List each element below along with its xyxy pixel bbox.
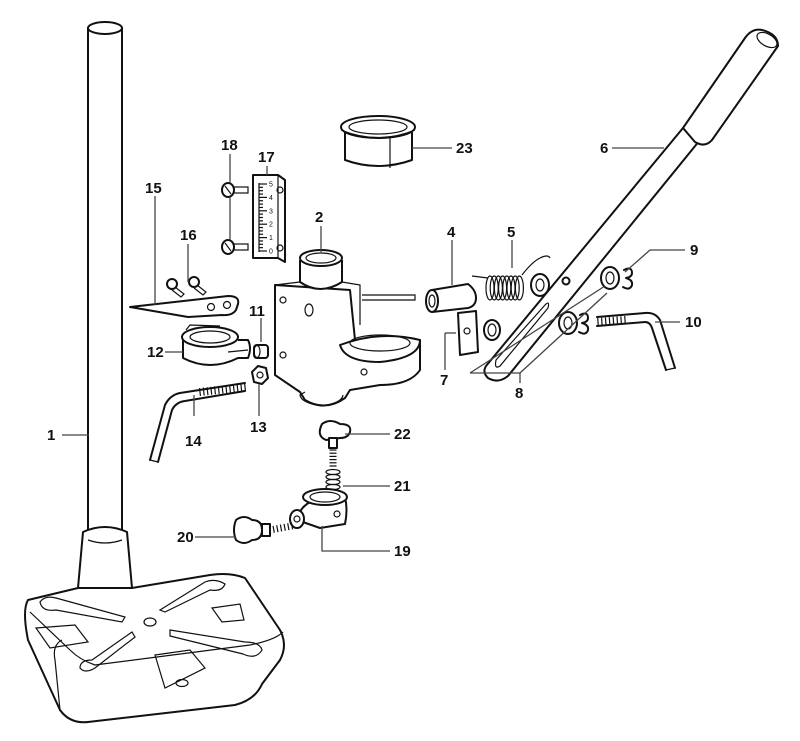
- lever-bolt-part: [596, 311, 676, 371]
- hex-nut-part: [251, 365, 269, 385]
- thread-line: [225, 385, 228, 394]
- label-13: 13: [250, 419, 267, 436]
- clamping-handle-part: [149, 382, 247, 463]
- label-22: 22: [394, 426, 411, 443]
- thread-line: [272, 525, 275, 533]
- scale-tick-label: 0: [269, 249, 273, 256]
- torsion-spring-part: [471, 255, 551, 301]
- scale-tick-label: 3: [269, 208, 273, 215]
- column-part: [77, 21, 133, 589]
- thread-line: [236, 383, 239, 392]
- thread-line: [600, 317, 603, 326]
- thread-line: [240, 383, 243, 392]
- thread-line: [221, 385, 224, 394]
- thread-line: [620, 316, 623, 325]
- clamp-collar-part: [289, 488, 348, 529]
- scale-screws-part: [221, 182, 249, 255]
- square-nut-part: [457, 310, 501, 356]
- label-6: 6: [600, 140, 608, 157]
- scale-tick-label: 5: [269, 182, 273, 189]
- spring-coil: [325, 468, 341, 476]
- label-19: 19: [394, 543, 411, 560]
- label-23: 23: [456, 140, 473, 157]
- scale-tick-label: 2: [269, 222, 273, 229]
- thread-line: [217, 385, 220, 394]
- thread-line: [283, 523, 286, 531]
- label-1: 1: [47, 427, 55, 444]
- thread-line: [206, 387, 209, 396]
- sleeve-part: [425, 283, 477, 313]
- label-21: 21: [394, 478, 411, 495]
- label-10: 10: [685, 314, 702, 331]
- thread-line: [279, 524, 283, 532]
- label-9: 9: [690, 242, 698, 259]
- locking-knob-part: [318, 420, 352, 467]
- thread-line: [287, 523, 290, 531]
- thread-line: [597, 317, 599, 327]
- base-plate-part: [24, 573, 285, 724]
- label-16: 16: [180, 227, 197, 244]
- part-labels: 1 2 4 5 6 7 8 9 10 11 12 13 14 15 16 17 …: [47, 137, 702, 560]
- carriage-housing-part: [274, 249, 421, 407]
- lever-handle-part: [483, 28, 779, 382]
- label-8: 8: [515, 385, 523, 402]
- label-11: 11: [249, 303, 265, 320]
- label-4: 4: [447, 224, 456, 241]
- washers-circlips-part: [558, 266, 634, 335]
- label-2: 2: [315, 209, 323, 226]
- depth-pointer-part: [129, 295, 240, 318]
- label-14: 14: [185, 433, 202, 450]
- label-17: 17: [258, 149, 275, 166]
- thread-line: [213, 386, 217, 395]
- scale-tick-label: 1: [269, 235, 273, 242]
- label-12: 12: [147, 344, 164, 361]
- label-7: 7: [440, 372, 448, 389]
- spring-coil: [325, 473, 341, 481]
- pointer-screws-part: [166, 276, 207, 298]
- spring-coil: [325, 478, 341, 486]
- label-15: 15: [145, 180, 162, 197]
- spring-coil: [514, 275, 525, 301]
- thread-line: [202, 387, 205, 396]
- thread-line: [198, 387, 202, 397]
- label-20: 20: [177, 529, 194, 546]
- thread-line: [210, 386, 213, 395]
- thread-line: [604, 317, 607, 326]
- spring-coil: [510, 275, 520, 301]
- label-5: 5: [507, 224, 515, 241]
- thread-line: [616, 316, 619, 325]
- thread-line: [228, 384, 232, 393]
- stop-pin-part: [253, 344, 269, 359]
- thread-line: [243, 382, 247, 392]
- scale-tick-label: 4: [269, 195, 273, 202]
- label-18: 18: [221, 137, 238, 154]
- thread-line: [232, 384, 235, 393]
- star-knob-part: [233, 516, 294, 544]
- thread-line: [268, 526, 272, 534]
- thread-line: [290, 522, 294, 530]
- thread-line: [608, 317, 611, 326]
- bushing-part: [340, 115, 416, 168]
- leader-lines: [62, 147, 685, 552]
- depth-scale-part: 5 4 3 2 1 0: [252, 174, 286, 263]
- thread-line: [624, 315, 626, 325]
- thread-line: [276, 525, 279, 533]
- thread-line: [612, 316, 615, 325]
- depth-stop-collar-part: [181, 324, 251, 366]
